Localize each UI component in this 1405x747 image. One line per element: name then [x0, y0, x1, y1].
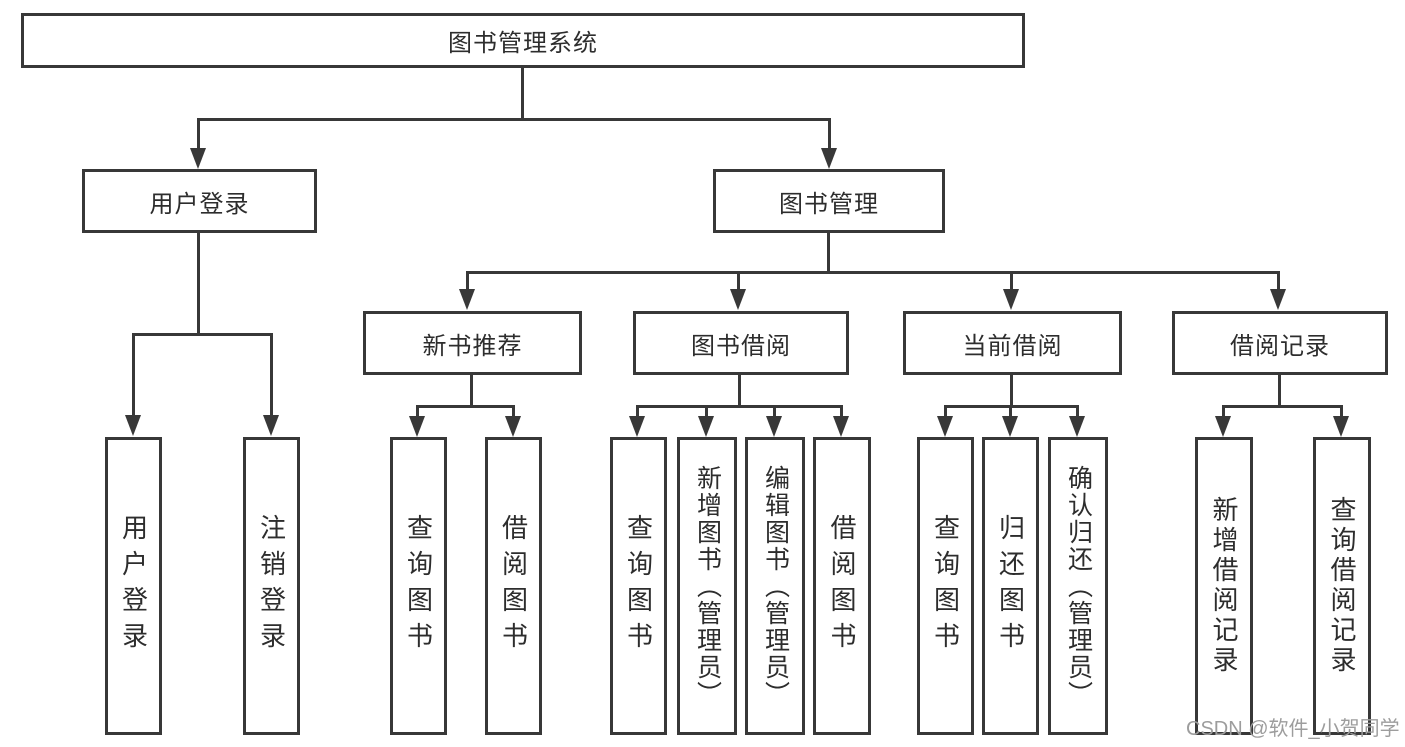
connector-leaf-line	[705, 405, 708, 417]
connector-to-user-login-line	[197, 118, 200, 149]
node-book-borrow: 图书借阅	[633, 311, 849, 375]
arrowhead-to-borrow-books-2	[833, 416, 849, 437]
arrowhead-to-user-login	[190, 148, 206, 169]
arrowhead-to-borrow-books-1	[505, 416, 521, 437]
connector-to-login-leaf-line	[132, 333, 135, 416]
connector-leaf-line	[636, 405, 639, 417]
connector-leaf-line	[1076, 405, 1079, 417]
node-borrow-books-recommend: 借阅图书	[485, 437, 542, 735]
arrowhead-to-book-borrow	[730, 289, 746, 310]
node-add-book-admin: 新增图书（管理员）	[677, 437, 737, 735]
arrowhead-to-book-management	[821, 148, 837, 169]
node-return-book: 归还图书	[982, 437, 1039, 735]
connector-to-logout-leaf-line	[270, 333, 273, 416]
connector-borrow-records-stem	[1278, 375, 1281, 407]
arrowhead-to-query-books-2	[629, 416, 645, 437]
arrowhead-to-confirm-return	[1069, 416, 1085, 437]
arrowhead-to-login-leaf	[125, 415, 141, 436]
connector-to-current-borrow-line	[1010, 271, 1013, 290]
connector-to-borrow-records-line	[1277, 271, 1280, 290]
node-user-login-branch: 用户登录	[82, 169, 317, 233]
connector-new-book-stem	[470, 375, 473, 407]
connector-to-book-borrow-line	[737, 271, 740, 290]
connector-to-book-management-line	[828, 118, 831, 149]
connector-leaf-line	[944, 405, 947, 417]
connector-book-management-stem	[827, 233, 830, 274]
connector-new-book-bar	[417, 405, 515, 408]
connector-leaf-line	[773, 405, 776, 417]
csdn-watermark: CSDN @软件_小贺同学	[1186, 718, 1400, 740]
node-user-login-leaf: 用户登录	[105, 437, 162, 735]
connector-book-borrow-bar	[637, 405, 843, 408]
arrowhead-to-return-book	[1002, 416, 1018, 437]
node-query-borrow-record: 查询借阅记录	[1313, 437, 1371, 735]
node-new-book-recommend: 新书推荐	[363, 311, 582, 375]
arrowhead-to-new-book	[459, 289, 475, 310]
node-edit-book-admin: 编辑图书（管理员）	[745, 437, 805, 735]
connector-leaf-line	[1340, 405, 1343, 417]
connector-current-borrow-stem	[1010, 375, 1013, 407]
node-query-books-current: 查询图书	[917, 437, 974, 735]
connector-leaf-line	[840, 405, 843, 417]
node-book-management-branch: 图书管理	[713, 169, 945, 233]
node-current-borrow: 当前借阅	[903, 311, 1122, 375]
arrowhead-to-current-borrow	[1003, 289, 1019, 310]
connector-root-stem	[521, 68, 524, 120]
arrowhead-to-add-borrow-record	[1215, 416, 1231, 437]
arrowhead-to-add-book	[698, 416, 714, 437]
connector-leaf-line	[1222, 405, 1225, 417]
node-borrow-books-leaf: 借阅图书	[813, 437, 871, 735]
connector-leaf-line	[512, 405, 515, 417]
connector-level1-bar	[198, 118, 831, 121]
connector-level2-bar	[467, 271, 1280, 274]
arrowhead-to-query-books-1	[409, 416, 425, 437]
arrowhead-to-query-books-3	[937, 416, 953, 437]
connector-borrow-records-bar	[1223, 405, 1343, 408]
arrowhead-to-borrow-records	[1270, 289, 1286, 310]
arrowhead-to-logout-leaf	[263, 415, 279, 436]
arrowhead-to-query-borrow-record	[1333, 416, 1349, 437]
node-confirm-return-admin: 确认归还（管理员）	[1048, 437, 1108, 735]
connector-leaf-line	[416, 405, 419, 417]
connector-leaf-line	[1009, 405, 1012, 417]
connector-to-new-book-line	[466, 271, 469, 290]
arrowhead-to-edit-book	[766, 416, 782, 437]
node-query-books-borrow: 查询图书	[610, 437, 667, 735]
connector-book-borrow-stem	[738, 375, 741, 407]
node-add-borrow-record: 新增借阅记录	[1195, 437, 1253, 735]
node-logout-leaf: 注销登录	[243, 437, 300, 735]
node-library-system-root: 图书管理系统	[21, 13, 1025, 68]
connector-user-login-stem	[197, 233, 200, 335]
node-borrow-records: 借阅记录	[1172, 311, 1388, 375]
node-query-books-recommend: 查询图书	[390, 437, 447, 735]
connector-user-login-bar	[133, 333, 273, 336]
